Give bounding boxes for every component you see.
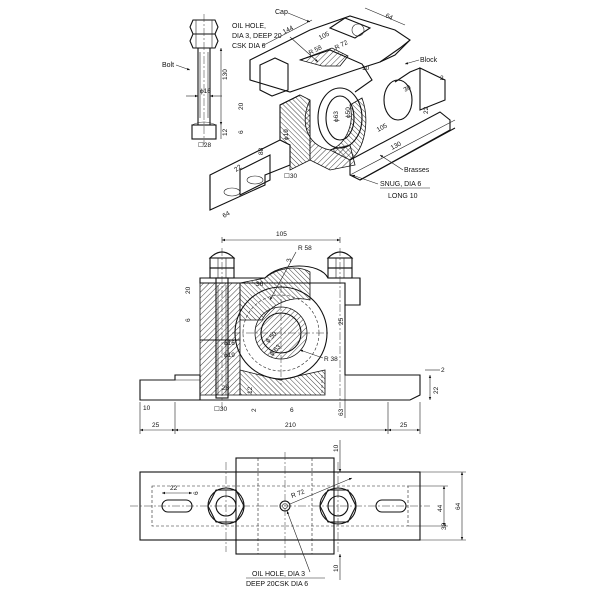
front-dim-19: ϕ19 (224, 352, 235, 359)
dim-144: 144 (282, 24, 295, 35)
top-dim-r72: R 72 (290, 488, 306, 499)
front-dim-25: 25 (338, 317, 345, 325)
front-dim-20: 20 (185, 286, 192, 294)
dim-130-bolt: 130 (222, 69, 229, 80)
dim-64-base: 64 (222, 210, 232, 220)
dim-2-iso: 2 (440, 75, 444, 82)
dim-50-iso: ϕ50 (345, 107, 352, 118)
brasses-label: Brasses (404, 167, 430, 174)
top-dim-32: 32 (441, 522, 448, 530)
top-dim-64: 64 (455, 502, 462, 510)
oil-hole-note-3: CSK DIA 6 (232, 43, 266, 50)
front-dim-36: 36 (256, 281, 264, 288)
dim-12-bolt: 12 (222, 128, 229, 136)
dim-130-base: 130 (390, 140, 403, 151)
dim-19-iso: ϕ19 (283, 129, 290, 140)
dim-r72-iso: R 72 (334, 39, 350, 52)
cap-iso (249, 15, 411, 97)
front-dim-25-right: 25 (400, 422, 408, 429)
front-dim-105: 105 (276, 231, 287, 238)
dim-10-iso: 10 (362, 65, 370, 72)
isometric-view: Bolt 130 ϕ16 12 ☐28 OIL HOLE, DIA 3, DEE… (162, 7, 456, 220)
front-dim-6: 6 (185, 318, 192, 322)
front-dim-22: 22 (433, 386, 440, 394)
dim-105-base: 105 (376, 122, 389, 133)
front-dim-2b: 2 (251, 408, 258, 412)
front-dim-12: 12 (247, 386, 254, 394)
dim-28-bolt: ☐28 (198, 141, 211, 149)
snug-note-1: SNUG, DIA 6 (380, 181, 421, 188)
front-dim-210: 210 (285, 422, 296, 429)
top-dim-10-bot: 10 (333, 564, 340, 572)
top-oil-hole-note-2: DEEP 20CSK DIA 6 (246, 581, 308, 588)
front-dim-r38: R 38 (324, 356, 338, 363)
oil-hole-note-1: OIL HOLE, (232, 23, 266, 30)
front-view: 105 (139, 231, 445, 434)
front-dim-30: ☐30 (214, 405, 227, 413)
dim-63-iso: ϕ63 (333, 111, 340, 122)
front-dim-10: 10 (143, 405, 151, 412)
dim-30-block: 30 (403, 84, 413, 94)
bolt-label: Bolt (162, 62, 174, 69)
dim-22-iso: 22 (233, 164, 243, 174)
top-dim-10-top: 10 (333, 444, 340, 452)
top-view: 10 R 72 22 6 44 64 32 10 OIL HOLE, DIA 3… (130, 440, 466, 588)
block-label: Block (420, 57, 438, 64)
dim-6-iso: 6 (238, 130, 245, 134)
top-oil-hole-note-1: OIL HOLE, DIA 3 (252, 571, 305, 578)
top-dim-22: 22 (170, 485, 178, 492)
dim-64-top: 64 (384, 12, 394, 22)
front-dim-6b: 6 (290, 407, 294, 414)
front-dim-r58: R 58 (298, 245, 312, 252)
bolt-iso (189, 14, 219, 145)
bolt-heads-top (207, 487, 357, 525)
top-dim-44: 44 (437, 504, 444, 512)
front-dim-28: 28 (222, 385, 230, 392)
snug-note-2: LONG 10 (388, 193, 418, 200)
front-dim-2: 2 (441, 367, 445, 374)
dim-105-top: 105 (318, 30, 331, 41)
dim-16-bolt: ϕ16 (200, 88, 211, 95)
dim-22-right-iso: 22 (423, 106, 430, 114)
cap-label: Cap (275, 9, 288, 16)
front-dim-63b: 63 (338, 408, 345, 416)
block-iso (209, 67, 456, 211)
front-dim-25-left: 25 (152, 422, 160, 429)
dim-88-iso: 88 (258, 147, 265, 155)
dim-20-iso: 20 (238, 102, 245, 110)
dim-30-iso: ☐30 (284, 172, 297, 180)
front-dim-3: 3 (286, 258, 293, 262)
top-dim-6: 6 (193, 491, 200, 495)
front-dim-16: ϕ16 (224, 340, 235, 347)
oil-hole-note-2: DIA 3, DEEP 20 (232, 33, 282, 40)
